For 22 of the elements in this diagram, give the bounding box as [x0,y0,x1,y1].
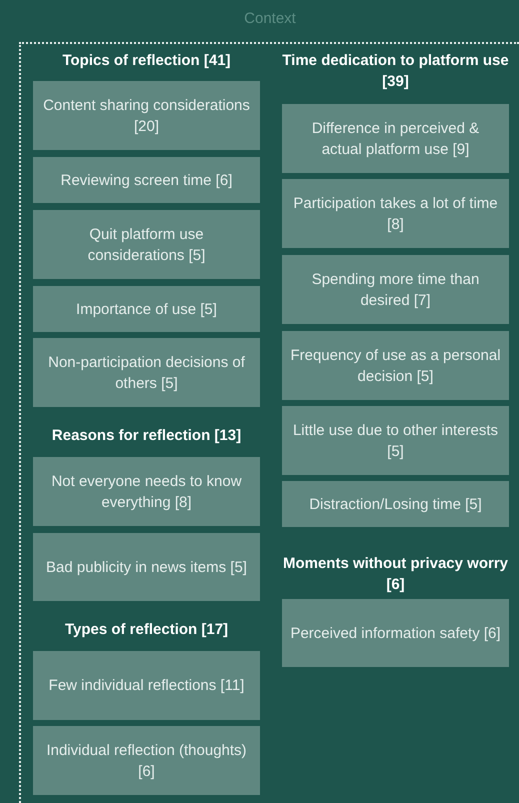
category-box: Non-participation decisions of others [5] [33,338,260,407]
category-box: Difference in perceived & actual platform use [9] [282,104,509,173]
category-box: Importance of use [5] [33,286,260,332]
category-box: Not everyone needs to know everything [8] [33,457,260,526]
category-box: Perceived information safety [6] [282,599,509,667]
region-title: Context [243,10,297,27]
category-box: Quit platform use considerations [5] [33,210,260,279]
group-heading: Reasons for reflection [13] [50,426,242,446]
category-box: Content sharing considerations [20] [33,81,260,150]
group-heading: Time dedication to platform use [39] [282,51,509,92]
category-box: Bad publicity in news items [5] [33,533,260,601]
group-heading: Types of reflection [17] [64,620,230,640]
category-box: Participation takes a lot of time [8] [282,179,509,248]
category-box: Spending more time than desired [7] [282,255,509,324]
category-box: Frequency of use as a personal decision [5] [282,331,509,400]
group-heading: Topics of reflection [41] [61,51,232,71]
category-box: Distraction/Losing time [5] [282,481,509,527]
category-box: Individual reflection (thoughts) [6] [33,726,260,795]
category-box: Little use due to other interests [5] [282,406,509,475]
category-box: Reviewing screen time [6] [33,157,260,203]
group-heading: Moments without privacy worry [6] [282,554,509,595]
category-box: Few individual reflections [11] [33,651,260,720]
